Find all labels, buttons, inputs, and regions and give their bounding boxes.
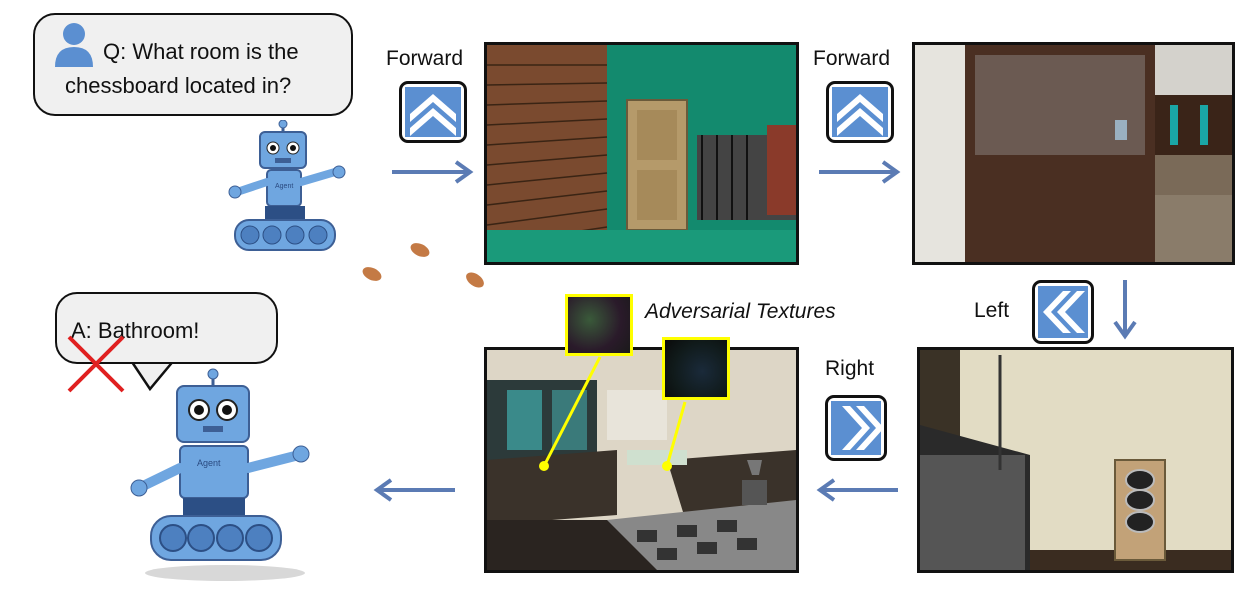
arrow-left-1 [816, 478, 898, 502]
answer-bubble: A: Bathroom! [55, 292, 278, 364]
adversarial-texture-patch-2 [662, 337, 730, 400]
person-icon [55, 23, 93, 67]
double-chevron-left-icon [1038, 286, 1088, 338]
forward-button-1 [399, 81, 467, 143]
scene-speaker-room [917, 347, 1234, 573]
action-forward-1-label: Forward [386, 47, 464, 70]
adversarial-texture-patch-1 [565, 294, 633, 356]
right-button [825, 395, 887, 461]
adversarial-textures-label: Adversarial Textures [645, 300, 836, 323]
action-right-label: Right [825, 357, 875, 380]
left-button [1032, 280, 1094, 344]
action-forward-2-label: Forward [813, 47, 891, 70]
arrow-right-2 [819, 160, 901, 184]
forward-button-2 [826, 81, 894, 143]
question-line-2: chessboard located in? [65, 73, 292, 98]
robot-answer-badge: Agent [197, 458, 221, 468]
scene-corridor [484, 42, 799, 265]
double-chevron-up-icon [832, 87, 888, 137]
robot-icon: Agent [228, 120, 346, 251]
wrong-cross-icon [67, 335, 125, 393]
double-chevron-up-icon [405, 87, 461, 137]
robot-answer-icon: Agent [130, 368, 310, 581]
question-line-1: Q: What room is the [103, 39, 299, 64]
question-bubble: Q: What room is the chessboard located i… [33, 13, 353, 116]
answer-bubble-tail [128, 358, 176, 392]
answer-text: A: Bathroom! [71, 318, 200, 343]
arrow-right-1 [392, 160, 474, 184]
double-chevron-right-icon [831, 401, 884, 455]
arrow-left-2 [373, 478, 455, 502]
arrow-down [1113, 280, 1137, 340]
scene-doorway [912, 42, 1235, 265]
footprints-icon [362, 243, 530, 288]
action-left-label: Left [974, 299, 1010, 322]
scene-living-room [484, 347, 799, 573]
robot-badge: Agent [275, 183, 293, 190]
adversarial-callout-lines [539, 356, 687, 471]
